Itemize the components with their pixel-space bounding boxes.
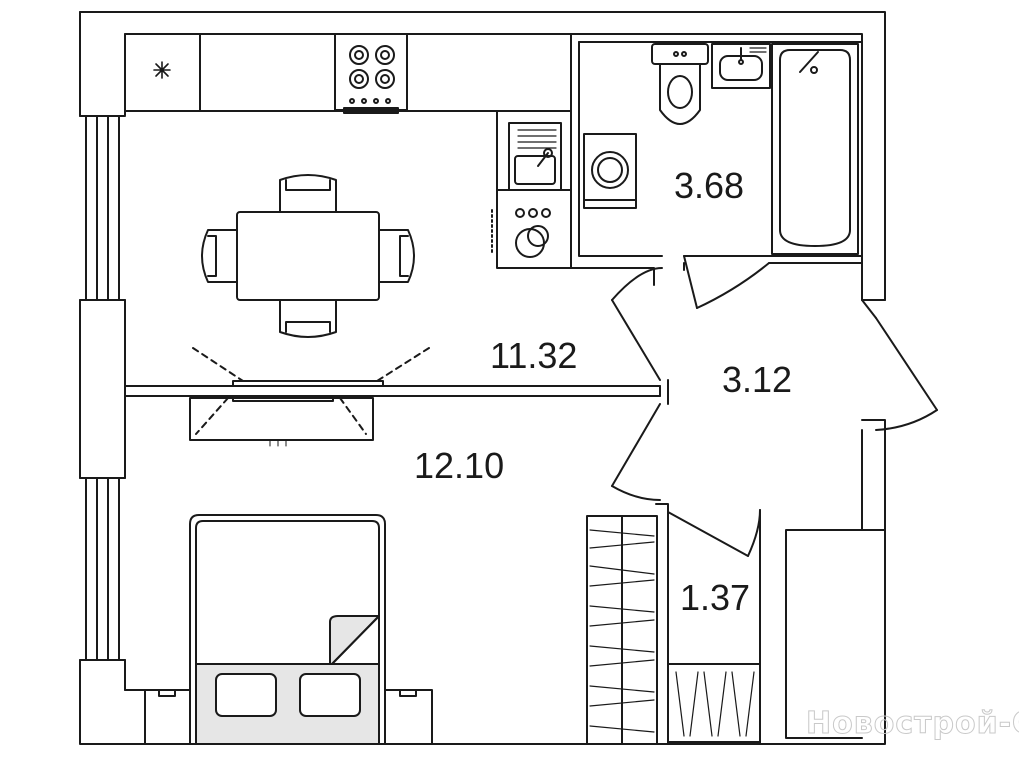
chair-left <box>201 229 238 283</box>
dining-table <box>201 174 415 338</box>
bathroom-sink <box>711 43 771 89</box>
wardrobe-bedroom <box>586 515 658 745</box>
bed <box>189 514 386 745</box>
door-kitchen <box>611 267 663 381</box>
dishwasher <box>491 208 551 258</box>
nightstand-left <box>144 689 191 745</box>
stove-top <box>334 33 408 114</box>
watermark: Новострой-СПб <box>806 706 1019 741</box>
chair-right <box>378 229 415 283</box>
chair-top <box>279 174 337 213</box>
door-entrance <box>861 299 938 431</box>
hall-walls <box>659 379 669 405</box>
area-label-bathroom: 3.68 <box>674 165 744 206</box>
kitchen-sink <box>508 122 562 191</box>
snowflake-icon <box>153 61 171 79</box>
bathtub <box>771 43 859 255</box>
washing-machine <box>583 133 637 209</box>
window-bottom-left <box>79 477 126 661</box>
door-bathroom <box>683 255 770 309</box>
area-label-storage: 1.37 <box>680 577 750 618</box>
toilet <box>651 43 709 125</box>
pillow-right <box>299 673 361 717</box>
chair-bottom <box>279 299 337 338</box>
wardrobe-storage <box>667 663 761 743</box>
nightstand-right <box>384 689 433 745</box>
pillow-left <box>215 673 277 717</box>
kitchen-counter <box>124 33 572 269</box>
partition-wall <box>124 347 661 441</box>
bathroom-walls <box>570 33 863 286</box>
area-label-hall: 3.12 <box>722 359 792 400</box>
door-bedroom <box>611 403 661 501</box>
window-top-left <box>79 115 126 301</box>
area-label-bedroom: 12.10 <box>414 445 504 486</box>
area-label-kitchen-living: 11.32 <box>490 335 577 376</box>
